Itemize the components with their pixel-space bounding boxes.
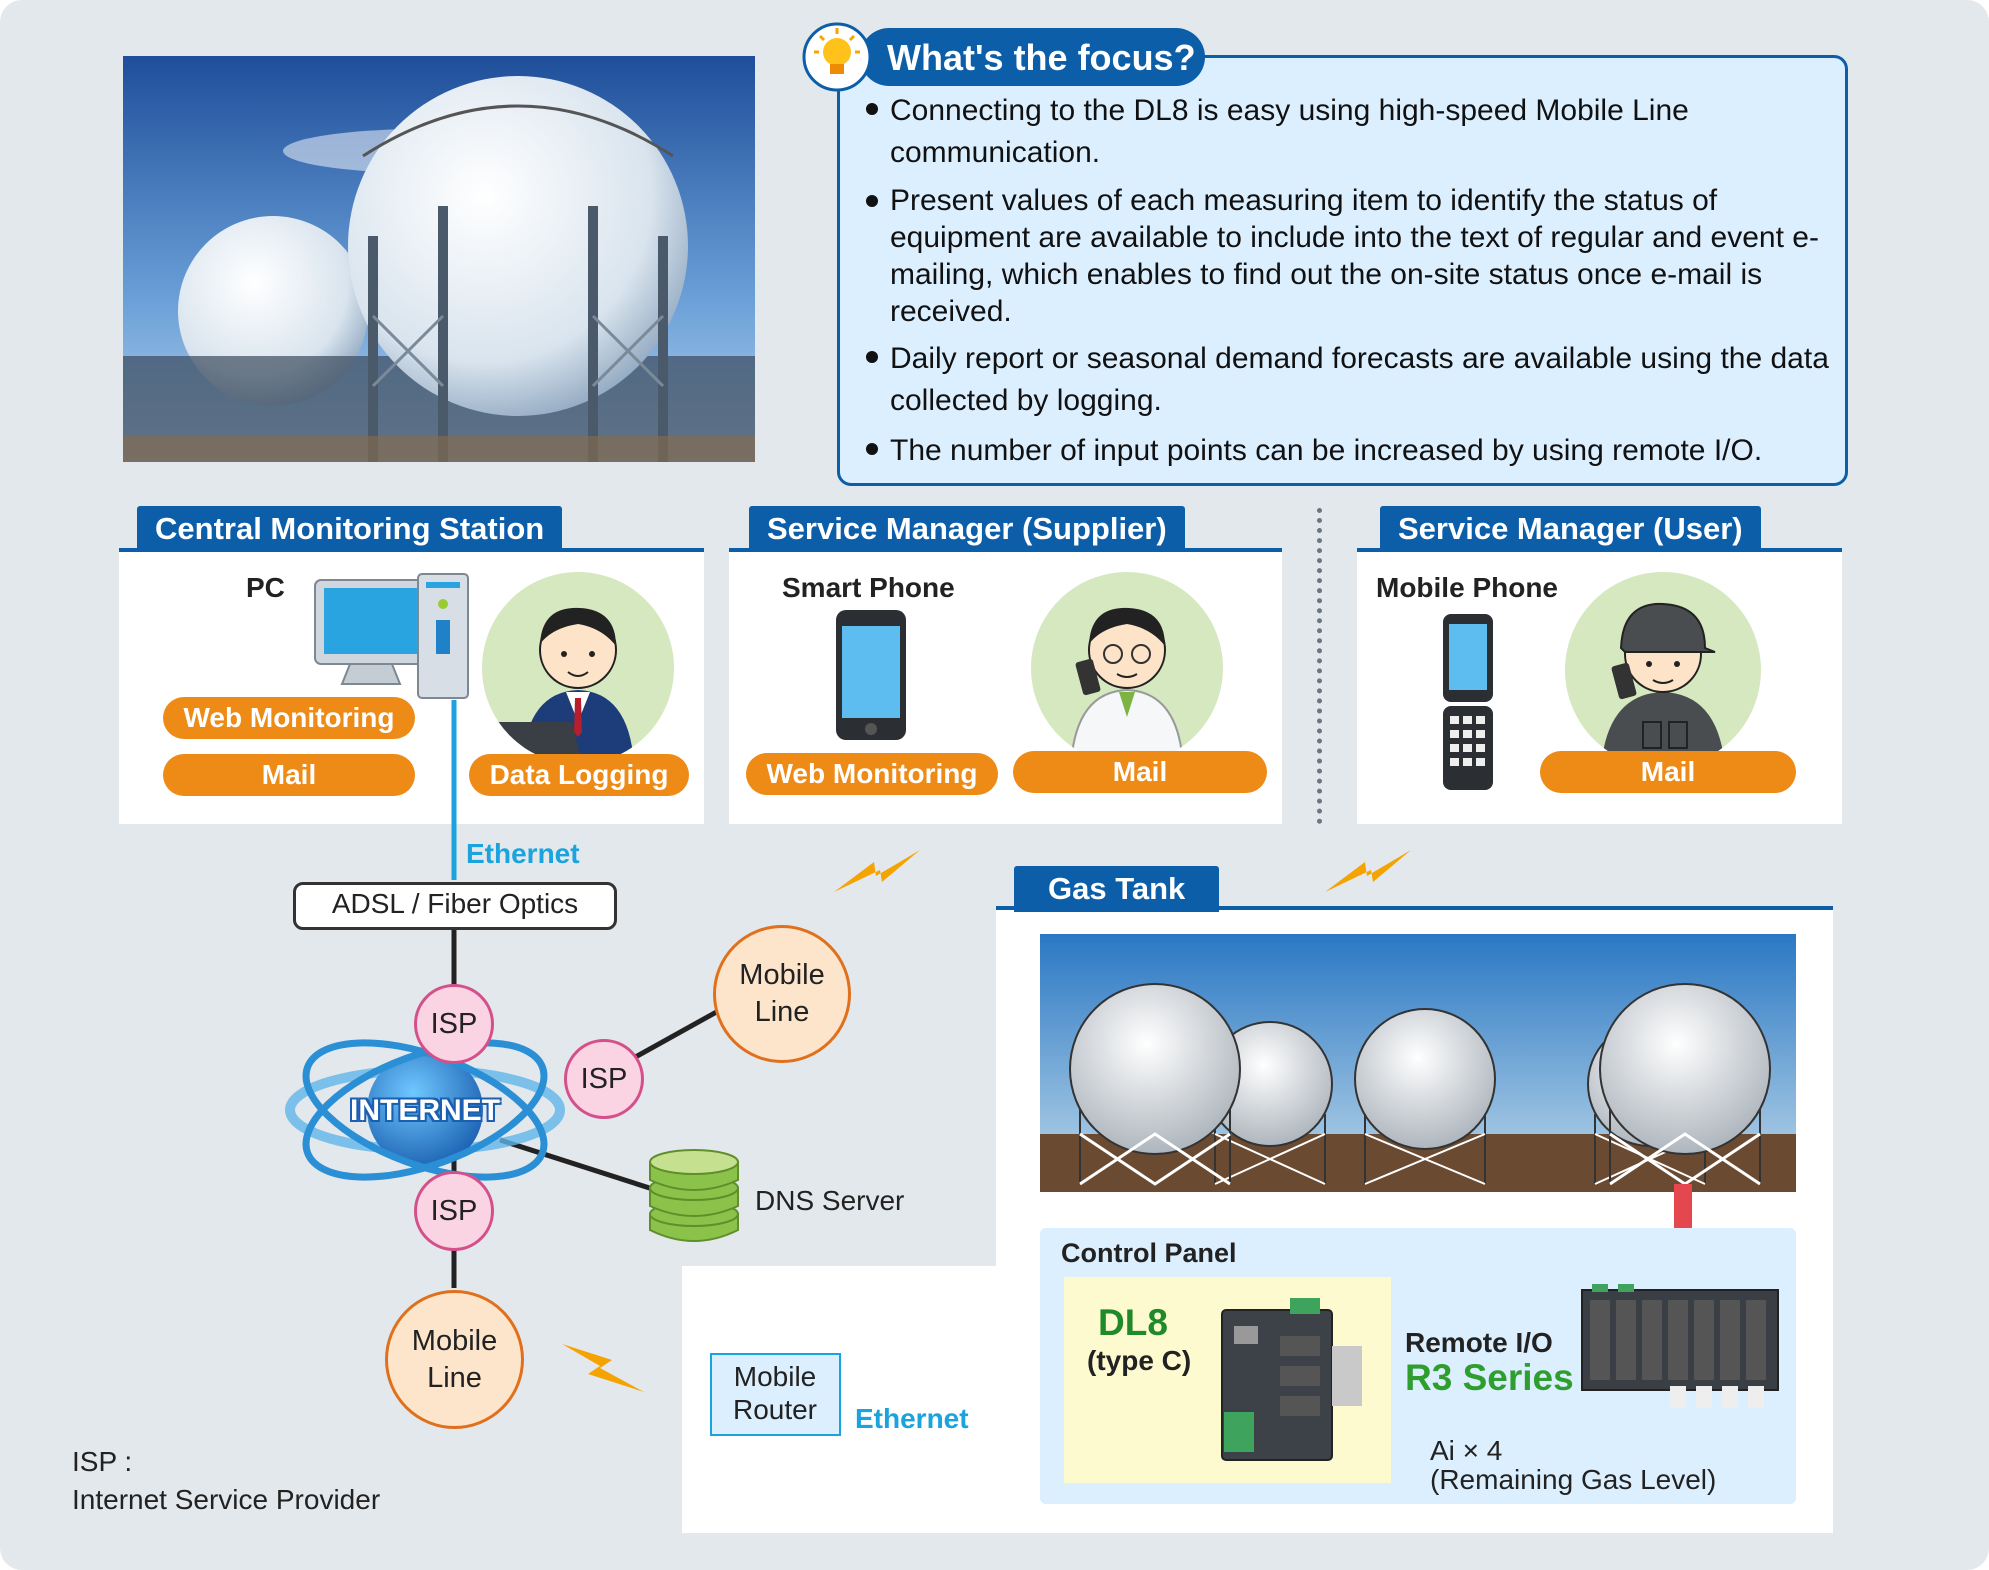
user-title: Service Manager (User) [1380, 506, 1761, 552]
focus-bullet-list: Connecting to the DL8 is easy using high… [862, 90, 1837, 480]
supplier-title: Service Manager (Supplier) [749, 506, 1185, 552]
adsl-label: ADSL / Fiber Optics [331, 888, 579, 919]
focus-title: What's the focus? [887, 37, 1196, 78]
wireless-bolt-icon [560, 1340, 646, 1394]
dl8-device-icon [1220, 1296, 1370, 1464]
user-avatar [1565, 572, 1761, 768]
focus-bullet: Present values of each measuring item to… [862, 182, 1837, 330]
dotted-separator [1317, 508, 1322, 824]
supplier-mail-badge: Mail [1013, 751, 1267, 793]
gas-tank-photo [123, 56, 755, 462]
dns-server-icon [648, 1144, 740, 1246]
dl8-label: DL8 [1098, 1302, 1168, 1343]
ai-description-label: (Remaining Gas Level) [1430, 1464, 1717, 1495]
smart-phone-icon [834, 608, 908, 742]
gas-tank-title: Gas Tank [1014, 866, 1220, 912]
data-logging-badge: Data Logging [469, 754, 689, 796]
lightbulb-icon [802, 22, 872, 92]
supplier-avatar [1031, 572, 1223, 764]
focus-box [837, 55, 1848, 486]
router-label-line2: Router [732, 1394, 818, 1425]
isp-node-bottom: ISP [414, 1171, 494, 1251]
router-label-line1: Mobile [733, 1361, 817, 1392]
pc-icon [310, 572, 480, 702]
mail-badge: Mail [163, 754, 415, 796]
mobile-router-label: Mobile Router [710, 1360, 840, 1426]
mobile-router-box [710, 1353, 841, 1436]
remote-io-label: Remote I/O [1405, 1327, 1553, 1358]
adsl-box [293, 882, 617, 930]
pc-label: PC [246, 572, 285, 603]
ethernet-bottom-label: Ethernet [855, 1403, 969, 1434]
control-panel-label: Control Panel [1061, 1238, 1237, 1268]
dns-server-label: DNS Server [755, 1185, 905, 1216]
focus-bullet: The number of input points can be increa… [862, 430, 1837, 472]
mobile-phone-icon [1441, 612, 1495, 792]
r3-remote-io-icon [1580, 1280, 1780, 1410]
web-monitoring-badge: Web Monitoring [163, 697, 415, 739]
internet-label: INTERNET [350, 1094, 500, 1127]
operator-pc-avatar [482, 572, 674, 764]
focus-title-tab [860, 28, 1205, 86]
dl8-type-label: (type C) [1087, 1345, 1192, 1376]
focus-bullet: Connecting to the DL8 is easy using high… [862, 90, 1837, 174]
isp-legend-full: Internet Service Provider [72, 1484, 381, 1515]
central-station-title: Central Monitoring Station [137, 506, 563, 552]
r3-series-label: R3 Series [1405, 1357, 1574, 1398]
user-mail-badge: Mail [1540, 751, 1796, 793]
ethernet-top-label: Ethernet [466, 838, 580, 869]
isp-node-top: ISP [414, 984, 494, 1064]
supplier-web-monitoring-badge: Web Monitoring [746, 753, 998, 795]
wireless-bolt-icon [1323, 848, 1413, 896]
internet-globe-icon [285, 1030, 565, 1190]
gas-tanks-illustration [1040, 934, 1796, 1192]
isp-legend-abbr: ISP : [72, 1446, 133, 1477]
mobile-phone-label: Mobile Phone [1376, 572, 1558, 603]
isp-node-right: ISP [564, 1039, 644, 1119]
ai-count-label: Ai × 4 [1430, 1435, 1503, 1466]
wireless-bolt-icon [832, 848, 922, 896]
smart-phone-label: Smart Phone [782, 572, 955, 603]
focus-bullet: Daily report or seasonal demand forecast… [862, 338, 1837, 422]
